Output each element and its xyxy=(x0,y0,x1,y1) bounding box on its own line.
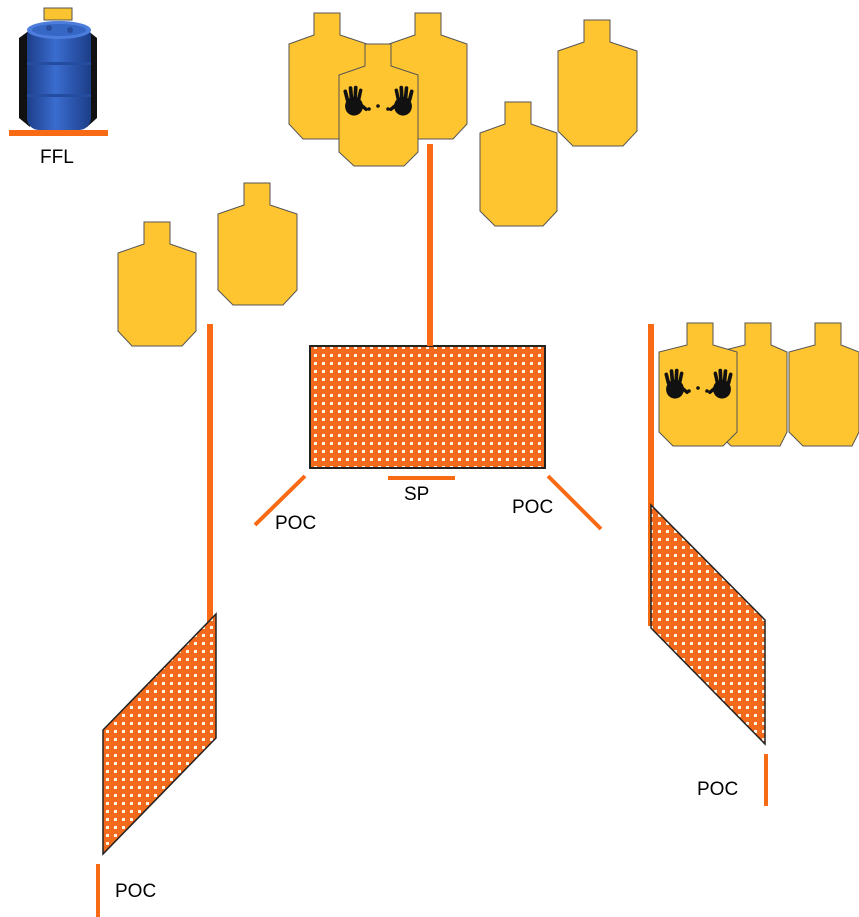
target-right-hands xyxy=(658,322,738,447)
center-mesh-wall xyxy=(309,345,546,469)
poc-label-right-top: POC xyxy=(512,497,553,518)
target-top-4 xyxy=(557,19,638,147)
left-mesh-wall xyxy=(102,612,217,856)
sp-label: SP xyxy=(404,484,429,505)
target-top-5 xyxy=(479,101,558,227)
poc-line-left-top xyxy=(253,474,307,527)
handprints-icon xyxy=(343,85,414,116)
poc-label-bottom-right: POC xyxy=(697,779,738,800)
right-mesh-wall xyxy=(650,503,766,746)
poc-label-bottom-left: POC xyxy=(115,881,156,902)
target-left-1 xyxy=(117,221,197,347)
target-right-3 xyxy=(788,322,859,447)
poc-label-left-top: POC xyxy=(275,513,316,534)
poc-line-right-top xyxy=(546,474,603,531)
target-top-hands xyxy=(338,43,419,167)
ffl-label: FFL xyxy=(40,147,74,168)
target-left-2 xyxy=(217,182,298,306)
barrel-icon xyxy=(19,7,97,130)
handprints-icon xyxy=(664,368,733,399)
